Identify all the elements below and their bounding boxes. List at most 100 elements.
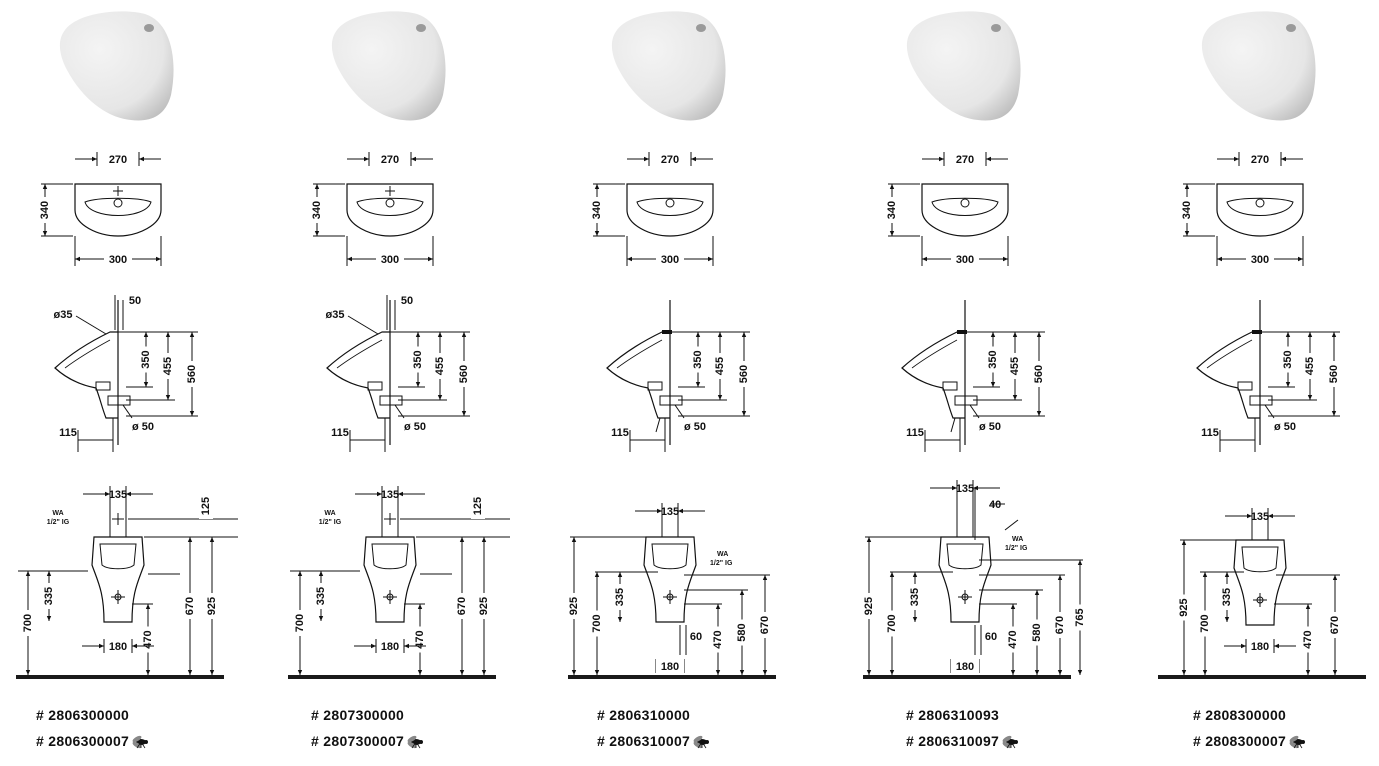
vertical-dimension: 455 (713, 332, 727, 400)
label-backing (1281, 346, 1295, 373)
dimension-label: 670 (1054, 616, 1066, 634)
label-backing (1303, 353, 1317, 379)
horizontal-dimension: 180 (82, 639, 154, 653)
vertical-dimension: 560 (1032, 332, 1046, 416)
urinal-profile (901, 331, 965, 419)
article-number: # 2808300007 (1193, 733, 1310, 750)
inner-profile (616, 339, 663, 369)
horizontal-dimension: 300 (346, 252, 434, 266)
vertical-dimension: 700 (21, 571, 35, 675)
vertical-dimension: 335 (908, 572, 922, 622)
vertical-dimension: 335 (42, 571, 56, 621)
leader-line (75, 315, 107, 335)
power-symbol (950, 417, 956, 433)
dimension-label: 180 (381, 641, 399, 653)
label-backing (590, 197, 604, 223)
fly-leg (697, 742, 703, 749)
urinal-front-outline (1233, 539, 1287, 626)
dimension-label: 115 (906, 427, 924, 439)
label-backing (737, 361, 751, 387)
vertical-dimension: 350 (139, 332, 153, 387)
floor-line (568, 675, 776, 679)
label-backing (951, 659, 979, 673)
label-backing (1327, 361, 1341, 387)
arrowhead (415, 332, 421, 337)
arrowhead (297, 571, 303, 576)
label-backing (471, 493, 485, 519)
arrowhead (990, 382, 996, 387)
label-backing (185, 361, 199, 387)
dimension-label: 335 (1221, 588, 1233, 606)
vertical-dimension: 560 (457, 332, 471, 416)
arrowhead (715, 670, 721, 675)
dimension-label: 470 (712, 630, 724, 648)
arrowhead (364, 156, 369, 162)
arrowhead (92, 156, 97, 162)
arrowhead (415, 382, 421, 387)
bowl-inner-top (84, 197, 152, 216)
dimension-label: 670 (759, 616, 771, 634)
dimension-label: 60 (690, 631, 702, 643)
fly-icon (132, 736, 149, 749)
fly-leg (136, 742, 142, 749)
fly-icon (693, 736, 710, 749)
dimension-label: 135 (109, 489, 127, 501)
vertical-dimension: 470 (141, 604, 155, 675)
arrowhead (1057, 670, 1063, 675)
label-backing (1177, 594, 1191, 621)
dimension-label: 1/2" IG (1005, 545, 1028, 552)
dimension-label: 455 (1304, 357, 1316, 375)
vertical-dimension: 455 (161, 332, 175, 400)
vertical-dimension: 340 (590, 184, 604, 236)
horizontal-dimension: 300 (1216, 252, 1304, 266)
vertical-dimension: 340 (885, 184, 899, 236)
arrowhead (889, 184, 895, 189)
arrowhead (461, 411, 467, 416)
label-backing (455, 593, 469, 619)
label-backing (411, 346, 425, 373)
vertical-dimension: 700 (1198, 572, 1212, 675)
arrowhead (165, 332, 171, 337)
article-number-text: # 2806310093 (906, 707, 1000, 723)
horizontal-dimension: 180 (655, 659, 685, 673)
vertical-dimension: 340 (310, 184, 324, 236)
vertical-dimension: 580 (1030, 590, 1044, 675)
vertical-dimension: 125 (471, 493, 485, 519)
bowl-inner-top (636, 197, 704, 216)
vertical-dimension: 580 (735, 590, 749, 675)
leader-line (1264, 404, 1275, 419)
arrowhead (156, 256, 161, 262)
dimension-label: 455 (714, 357, 726, 375)
dimension-label: 1/2" IG (319, 519, 342, 526)
arrowhead (571, 537, 577, 542)
arrowhead (1247, 513, 1252, 519)
arrowhead (695, 332, 701, 337)
arrowhead (678, 508, 683, 514)
dimension-label: 300 (381, 254, 399, 266)
vertical-dimension: 560 (737, 332, 751, 416)
article-number: # 2806310007 (597, 733, 714, 750)
label-backing (951, 252, 979, 266)
fly-icon (407, 736, 424, 749)
dimension-label: 455 (434, 357, 446, 375)
ceramic-body (611, 11, 726, 121)
dimension-label: 300 (1251, 254, 1269, 266)
article-number-text: # 2808300007 (1193, 733, 1287, 749)
urinal-profile (606, 331, 670, 419)
vertical-dimension: 350 (986, 332, 1000, 387)
inner-profile (911, 339, 958, 369)
dimension-label: 180 (109, 641, 127, 653)
urinal-render (611, 11, 726, 121)
flush-inlet (1286, 24, 1296, 32)
label-backing (457, 361, 471, 387)
urinal-render (1201, 11, 1316, 121)
dimension-label: 340 (39, 201, 51, 219)
vertical-dimension: 455 (1008, 332, 1022, 400)
vertical-dimension: 670 (1053, 575, 1067, 675)
